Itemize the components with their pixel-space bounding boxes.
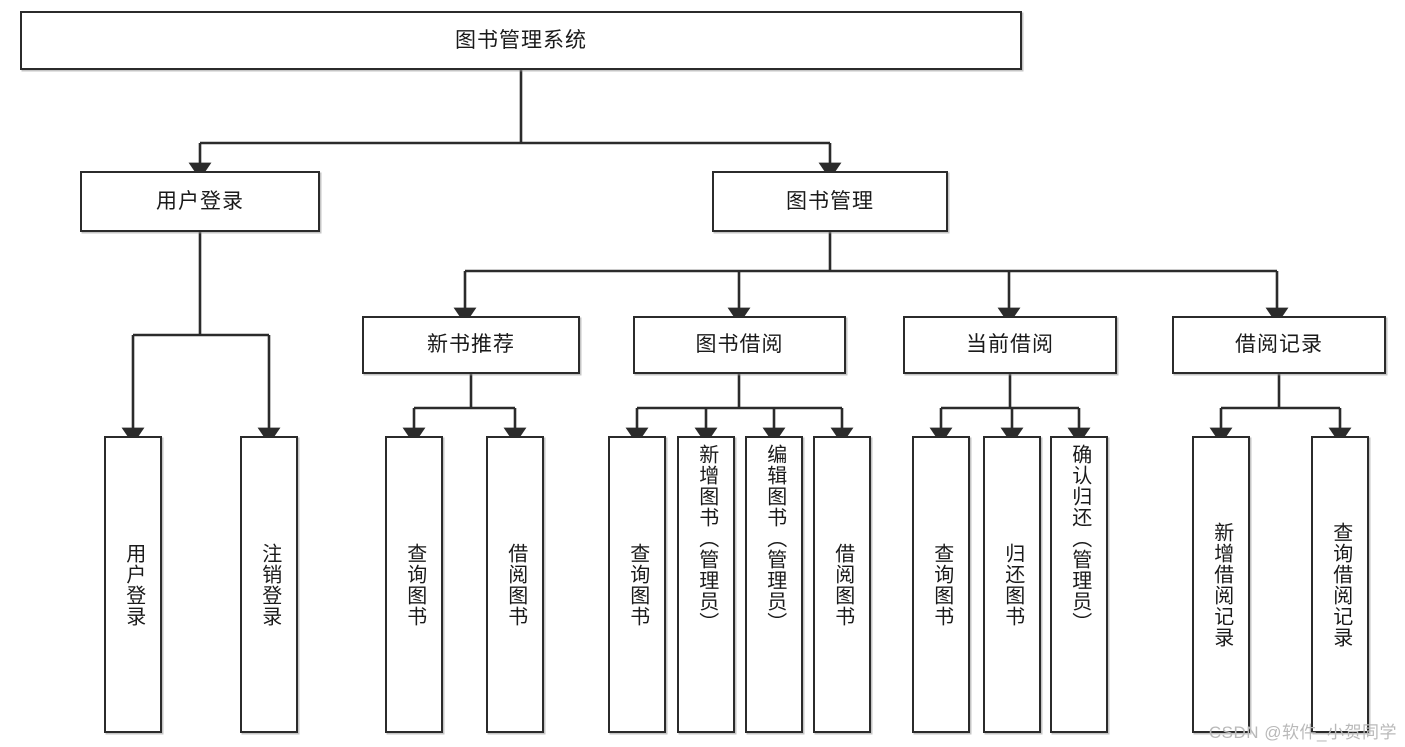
node-leaf-7[interactable]: 借阅图书 [813,436,871,733]
node-root[interactable]: 图书管理系统 [20,11,1022,70]
node-leaf-2-label: 查询图书 [403,542,426,627]
node-leaf-8-label: 查询图书 [930,542,953,627]
node-level2-0-label: 用户登录 [156,189,244,213]
node-leaf-0[interactable]: 用户登录 [104,436,162,733]
node-level3-0[interactable]: 新书推荐 [362,316,580,374]
node-level3-0-label: 新书推荐 [427,333,515,357]
node-leaf-6-label: 编辑图书（管理员） [763,444,786,633]
node-leaf-0-label: 用户登录 [122,542,145,627]
node-leaf-1-label: 注销登录 [258,542,281,627]
node-leaf-5-label: 新增图书（管理员） [695,444,718,633]
node-leaf-12[interactable]: 查询借阅记录 [1311,436,1369,733]
node-leaf-9-label: 归还图书 [1001,542,1024,627]
node-level3-3[interactable]: 借阅记录 [1172,316,1386,374]
node-level3-2-label: 当前借阅 [966,333,1054,357]
node-leaf-6[interactable]: 编辑图书（管理员） [745,436,803,733]
node-leaf-4-label: 查询图书 [626,542,649,627]
node-level2-1[interactable]: 图书管理 [712,171,948,232]
node-root-label: 图书管理系统 [455,28,587,52]
node-level3-3-label: 借阅记录 [1235,333,1323,357]
node-leaf-8[interactable]: 查询图书 [912,436,970,733]
node-leaf-3[interactable]: 借阅图书 [486,436,544,733]
node-leaf-2[interactable]: 查询图书 [385,436,443,733]
node-leaf-11[interactable]: 新增借阅记录 [1192,436,1250,733]
node-leaf-10[interactable]: 确认归还（管理员） [1050,436,1108,733]
node-leaf-5[interactable]: 新增图书（管理员） [677,436,735,733]
node-leaf-10-label: 确认归还（管理员） [1068,444,1091,633]
csdn-watermark: CSDN @软件_小贺同学 [1208,723,1397,742]
node-leaf-9[interactable]: 归还图书 [983,436,1041,733]
node-level3-1[interactable]: 图书借阅 [633,316,846,374]
node-level3-2[interactable]: 当前借阅 [903,316,1117,374]
node-leaf-11-label: 新增借阅记录 [1210,521,1233,648]
node-level2-1-label: 图书管理 [786,189,874,213]
node-leaf-12-label: 查询借阅记录 [1329,521,1352,648]
node-leaf-1[interactable]: 注销登录 [240,436,298,733]
node-leaf-4[interactable]: 查询图书 [608,436,666,733]
node-leaf-7-label: 借阅图书 [831,542,854,627]
node-level3-1-label: 图书借阅 [695,333,784,357]
node-leaf-3-label: 借阅图书 [504,542,527,627]
node-level2-0[interactable]: 用户登录 [80,171,320,232]
